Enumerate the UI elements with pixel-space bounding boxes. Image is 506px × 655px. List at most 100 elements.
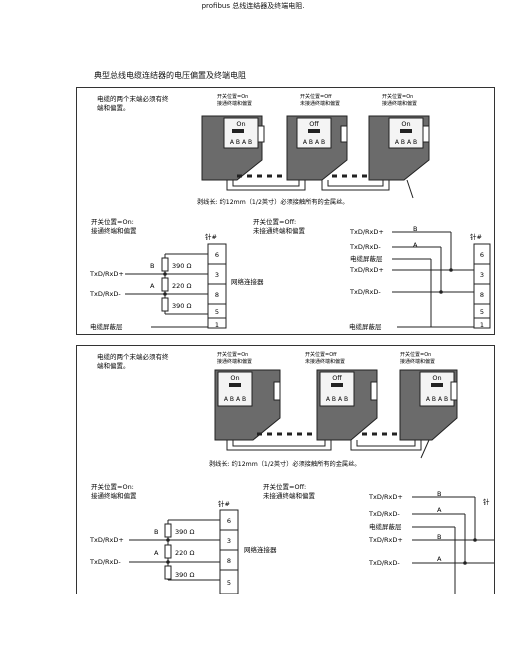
right-cable-shield-label: 电缆屏蔽层 <box>349 322 382 331</box>
left-txd-plus: TxD/RxD+ <box>89 270 124 278</box>
left-pin-3: 3 <box>227 537 231 545</box>
bus-connector-3: On A B A B <box>368 115 430 181</box>
connector-2-switch-note-2: 未接通终端和偏置 <box>300 100 340 107</box>
left-pin-6: 6 <box>227 517 231 525</box>
connector-3-pins: A B A B <box>426 396 448 403</box>
connector-3-switch-note-2: 接通终端和偏置 <box>382 100 417 107</box>
connector-3-pins: A B A B <box>395 139 417 146</box>
cable-strip-caption: 剥线长: 约12mm（1/2英寸）必须接触所有的金属丝。 <box>197 198 349 206</box>
connector-2-switch-note-1: 开关位置=Off <box>300 93 332 100</box>
connector-2-switch-note-1: 开关位置=Off <box>305 351 337 358</box>
panel-note-line-1: 电缆的两个末端必须有终 <box>97 94 169 103</box>
left-schematic: 开关位置=On: 接通终端和偏置 针# 6 3 8 5 390 Ω 220 Ω … <box>89 482 277 595</box>
diagram-panel-2: 电缆的两个末端必须有终 端和偏置。 开关位置=On 接通终端和偏置 开关位置=O… <box>76 345 495 595</box>
left-pin-8: 8 <box>215 291 219 299</box>
right-pin-6: 6 <box>480 251 484 259</box>
connector-2-state: Off <box>309 120 319 128</box>
left-switch-title-2: 接通终端和偏置 <box>91 226 137 235</box>
right-sig-4: TxD/RxD+ <box>368 536 403 544</box>
resistor-390-bottom: 390 Ω <box>172 302 191 310</box>
right-sig-4: TxD/RxD+ <box>349 266 384 274</box>
left-switch-title-1: 开关位置=On: <box>91 482 134 491</box>
panel-note-line-2: 端和偏置。 <box>97 361 130 370</box>
bus-connector-2: Off A B A B <box>286 115 348 181</box>
resistor-390-bottom: 390 Ω <box>175 571 194 579</box>
left-switch-title-1: 开关位置=On: <box>91 217 134 226</box>
bus-cable <box>226 432 430 459</box>
right-pin-5: 5 <box>480 308 484 316</box>
left-a-label: A <box>150 282 155 290</box>
left-pin-header: 针# <box>205 232 217 241</box>
left-txd-minus: TxD/RxD- <box>89 290 121 298</box>
left-b-label: B <box>154 528 158 536</box>
cable-strip-caption: 剥线长: 约12mm（1/2英寸）必须接触所有的金属丝。 <box>209 460 361 468</box>
connector-1-switch-note-1: 开关位置=On <box>217 351 248 358</box>
right-a-label: A <box>413 241 418 249</box>
right-sig-5: TxD/RxD- <box>349 288 381 296</box>
left-pin-1: 1 <box>215 321 219 329</box>
connector-1-switch-note-2: 接通终端和偏置 <box>217 358 252 365</box>
left-pin-5: 5 <box>227 579 231 587</box>
left-pin-5: 5 <box>215 308 219 316</box>
resistor-390-top: 390 Ω <box>172 262 191 270</box>
connector-1-pins: A B A B <box>230 139 252 146</box>
document-title: profibus 总线连结器及终端电阻. <box>201 2 305 10</box>
right-pin-8: 8 <box>480 291 484 299</box>
right-b-label-2: B <box>437 533 441 541</box>
right-b-label: B <box>413 225 417 233</box>
right-sig-3: 电缆屏蔽层 <box>369 522 402 531</box>
connector-3-switch-note-1: 开关位置=On <box>400 351 431 358</box>
right-pin-3: 3 <box>480 271 484 279</box>
left-b-label: B <box>150 262 154 270</box>
connector-1-pins: A B A B <box>224 396 246 403</box>
right-a-label: A <box>437 506 442 514</box>
right-schematic: 开关位置=Off: 未接通终端和偏置 TxD/RxD+ TxD/RxD- 电缆屏… <box>263 482 494 594</box>
bus-connector-3: On A B A B <box>399 369 458 441</box>
connector-3-state: On <box>432 374 441 382</box>
connector-3-switch-note-2: 接通终端和偏置 <box>400 358 435 365</box>
connector-3-state: On <box>401 120 410 128</box>
left-schematic: 开关位置=On: 接通终端和偏置 针# 6 3 8 5 1 390 Ω 220 … <box>89 217 264 331</box>
right-b-label: B <box>437 490 441 498</box>
right-switch-title-1: 开关位置=Off: <box>253 217 296 226</box>
connector-2-switch-note-2: 未接通终端和偏置 <box>305 358 345 365</box>
bus-cable <box>226 174 414 199</box>
right-schematic: 开关位置=Off: 未接通终端和偏置 TxD/RxD+ TxD/RxD- 电缆屏… <box>253 217 491 331</box>
network-connector-label: 网络连接器 <box>244 545 277 554</box>
connector-1-switch-note-1: 开关位置=On <box>217 93 248 100</box>
resistor-220: 220 Ω <box>175 549 194 557</box>
connector-1-switch-note-2: 接通终端和偏置 <box>217 100 252 107</box>
left-txd-minus: TxD/RxD- <box>89 558 121 566</box>
left-pin-8: 8 <box>227 557 231 565</box>
network-connector-label: 网络连接器 <box>231 277 264 286</box>
right-pin-1: 1 <box>480 321 484 329</box>
right-pin-header: 针 <box>483 497 490 506</box>
left-pin-header: 针# <box>218 499 230 508</box>
right-sig-2: TxD/RxD- <box>349 243 381 251</box>
resistor-390-top: 390 Ω <box>175 528 194 536</box>
connector-3-switch-note-1: 开关位置=On <box>382 93 413 100</box>
right-sig-2: TxD/RxD- <box>368 510 400 518</box>
left-switch-title-2: 接通终端和偏置 <box>91 491 137 500</box>
diagram-panel-1: 电缆的两个末端必须有终 端和偏置。 开关位置=On 接通终端和偏置 开关位置=O… <box>76 87 495 335</box>
right-sig-3: 电缆屏蔽层 <box>350 254 383 263</box>
right-a-label-2: A <box>437 555 442 563</box>
left-txd-plus: TxD/RxD+ <box>89 536 124 544</box>
panel-note-line-2: 端和偏置。 <box>97 103 130 112</box>
right-sig-5: TxD/RxD- <box>368 559 400 567</box>
left-pin-3: 3 <box>215 271 219 279</box>
left-cable-shield-label: 电缆屏蔽层 <box>90 322 123 331</box>
right-sig-1: TxD/RxD+ <box>349 228 384 236</box>
bus-connector-1: On A B A B <box>201 115 265 181</box>
connector-2-state: Off <box>332 374 342 382</box>
left-a-label: A <box>154 549 159 557</box>
bus-connector-2: Off A B A B <box>316 369 378 441</box>
right-pin-header: 针# <box>470 232 482 241</box>
right-sig-1: TxD/RxD+ <box>368 493 403 501</box>
left-pin-6: 6 <box>215 251 219 259</box>
connector-1-state: On <box>236 120 245 128</box>
connector-2-pins: A B A B <box>303 139 325 146</box>
right-switch-title-2: 未接通终端和偏置 <box>253 226 306 235</box>
panel-note-line-1: 电缆的两个末端必须有终 <box>97 352 169 361</box>
resistor-220: 220 Ω <box>172 282 191 290</box>
